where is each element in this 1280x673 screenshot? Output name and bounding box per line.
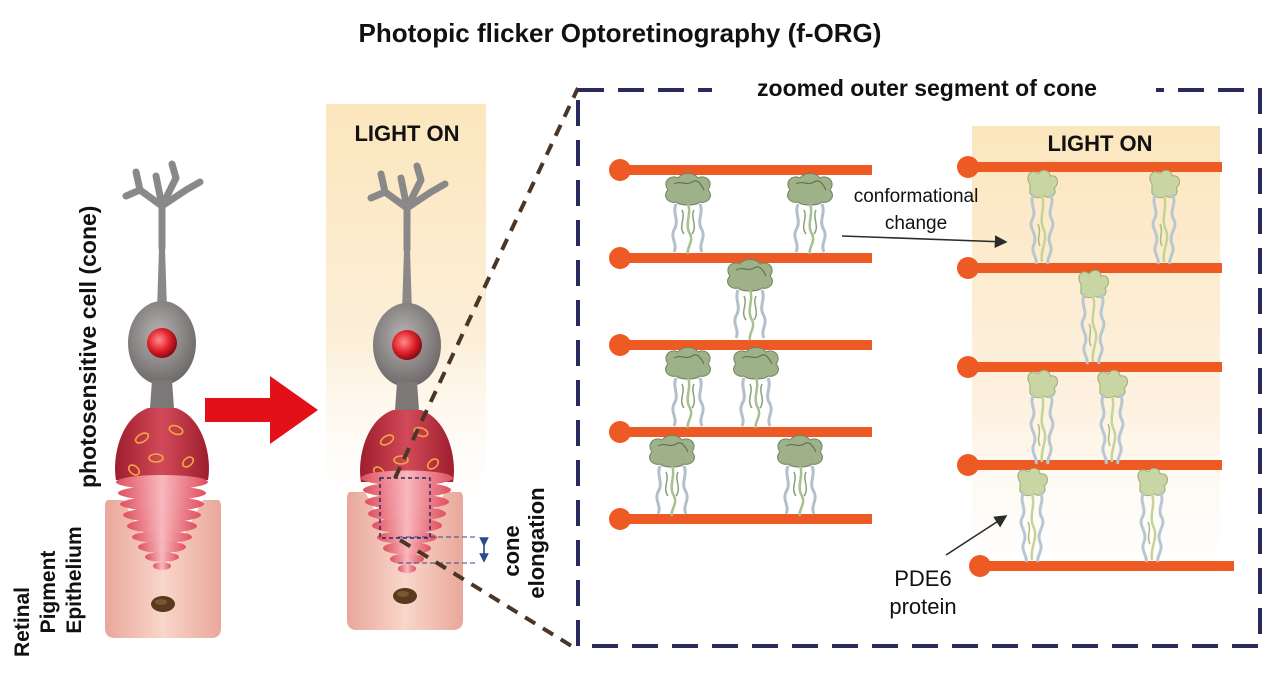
diagram-title: Photopic flicker Optoretinography (f-ORG… [359, 18, 882, 48]
zoom-title: zoomed outer segment of cone [757, 75, 1097, 101]
light-glow-right [972, 126, 1220, 596]
label-elongation: elongation [524, 487, 549, 598]
zoom-connector-bottom [398, 538, 580, 652]
label-rpe-3: Epithelium [63, 526, 86, 633]
label-protein: protein [889, 594, 956, 619]
pde6-protein-icon [732, 346, 780, 430]
cone-cell-dark [105, 164, 221, 638]
membrane-disc-icon [609, 159, 872, 181]
pde6-protein-icon [776, 434, 824, 518]
label-conformational: conformational [854, 186, 979, 207]
light-on-left: LIGHT ON [354, 121, 459, 146]
label-rpe-2: Pigment [37, 551, 60, 634]
label-photosensitive-cell: photosensitive cell (cone) [75, 206, 101, 488]
membrane-disc-icon [609, 421, 872, 443]
cone-cell-icon [115, 164, 209, 480]
pde6-arrow [945, 515, 1008, 556]
label-cone: cone [499, 525, 524, 576]
pde6-protein-icon [664, 172, 712, 256]
light-on-right: LIGHT ON [1047, 131, 1152, 156]
pde6-protein-icon [648, 434, 696, 518]
pde6-protein-icon [664, 346, 712, 430]
pde6-protein-icon [726, 258, 774, 342]
label-rpe-1: Retinal [11, 587, 34, 657]
membrane-disc-icon [609, 508, 872, 530]
label-pde6: PDE6 [894, 566, 951, 591]
pde6-protein-icon [786, 172, 834, 256]
zoom-source-box [379, 477, 431, 539]
conformational-arrow [841, 235, 1008, 248]
label-change: change [885, 213, 947, 234]
membrane-stack-dark [609, 159, 872, 530]
zoom-connector-top [393, 87, 580, 479]
light-transition-arrow [205, 376, 318, 444]
